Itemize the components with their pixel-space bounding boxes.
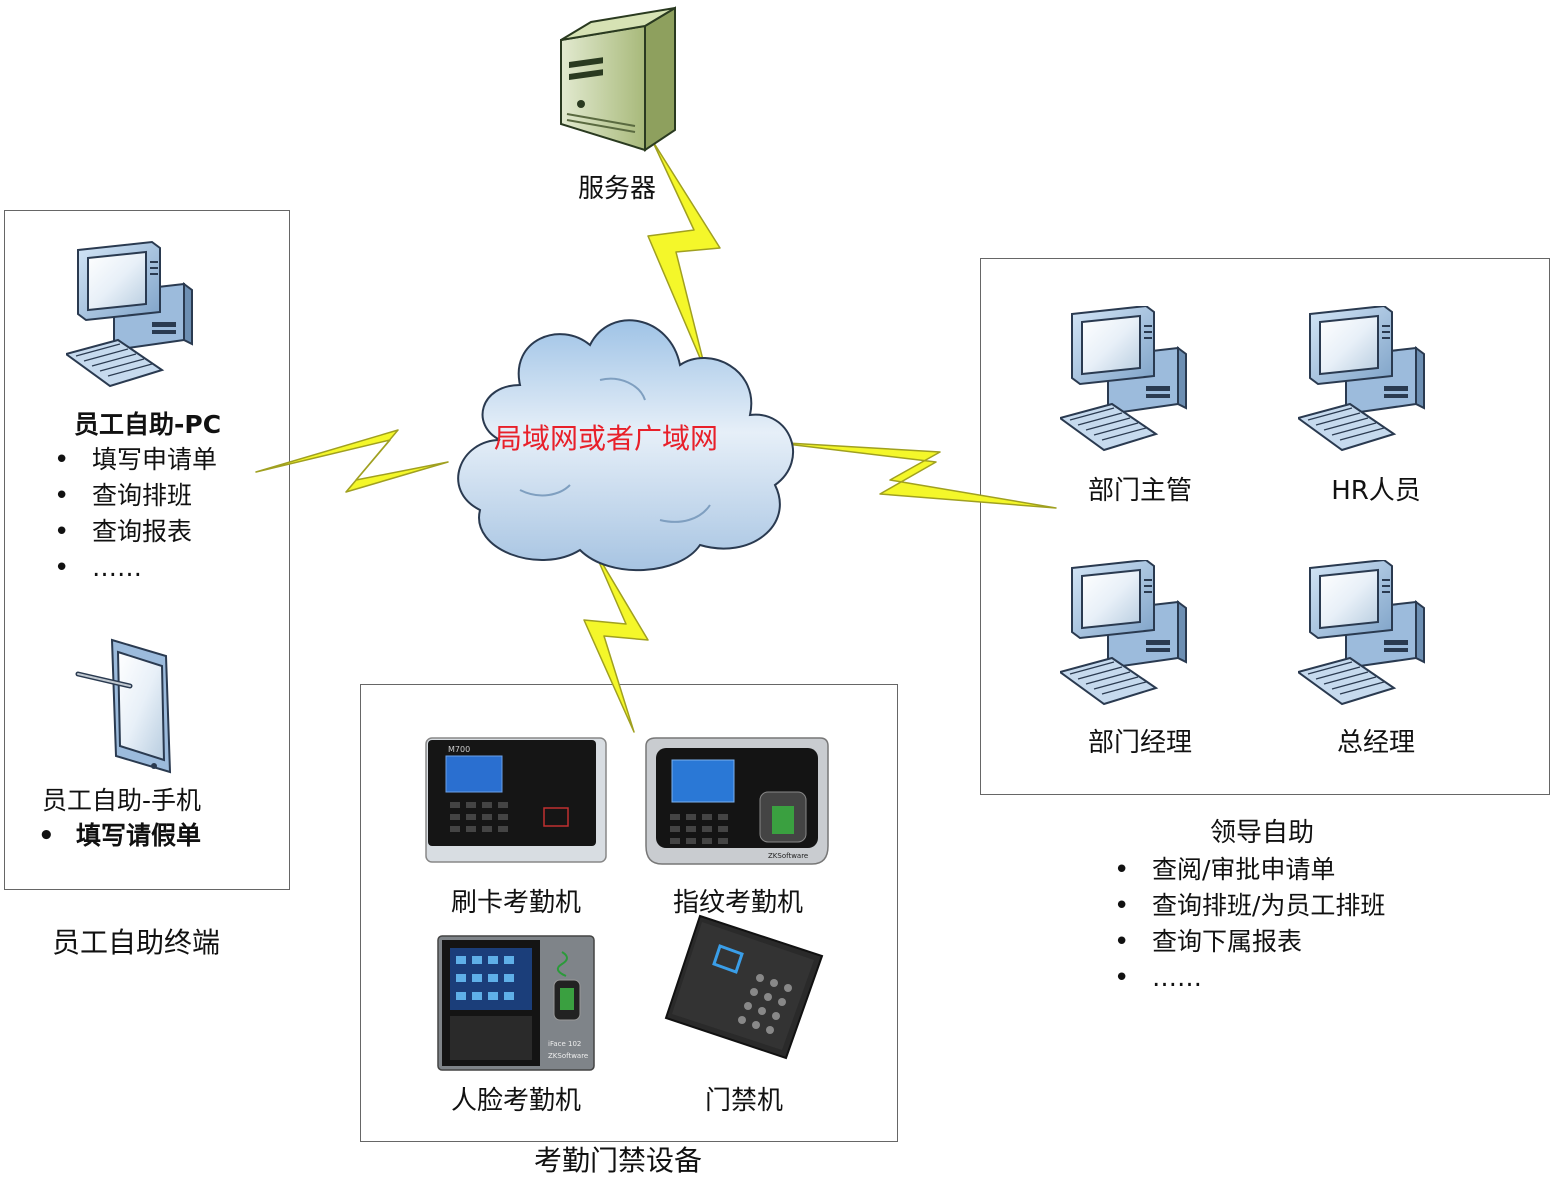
device-model-text: M700 — [448, 745, 470, 754]
device-brand-text: ZKSoftware — [548, 1052, 588, 1060]
leader-panel-title: 领导自助 — [1210, 818, 1315, 848]
list-item: 查询下属报表 — [1114, 924, 1385, 960]
list-item: …… — [54, 550, 217, 586]
list-item: 填写请假单 — [38, 818, 201, 854]
leader-features: 查阅/审批申请单 查询排班/为员工排班 查询下属报表 …… — [1114, 852, 1385, 996]
device-label: 刷卡考勤机 — [450, 888, 581, 918]
server-icon — [560, 6, 676, 152]
cloud-icon — [457, 319, 794, 572]
device-label: 门禁机 — [704, 1086, 783, 1116]
computer-label: HR人员 — [1331, 476, 1421, 506]
list-item: 查询排班/为员工排班 — [1114, 888, 1385, 924]
link-employee-cloud — [255, 429, 449, 493]
list-item: 查阅/审批申请单 — [1114, 852, 1385, 888]
device-label: 指纹考勤机 — [672, 888, 803, 918]
employee-mobile-features: 填写请假单 — [38, 818, 201, 854]
link-cloud-devices — [583, 545, 649, 733]
link-cloud-leader — [769, 441, 1057, 509]
card-attendance-machine-image: M700 — [425, 737, 607, 863]
cloud-label: 局域网或者广域网 — [494, 422, 719, 455]
employee-pc-features: 填写申请单 查询排班 查询报表 …… — [54, 442, 217, 586]
employee-panel-title: 员工自助终端 — [52, 926, 221, 959]
face-attendance-machine-image: iFace 102 ZKSoftware — [437, 935, 595, 1071]
device-panel-title: 考勤门禁设备 — [534, 1144, 703, 1177]
list-item: 填写申请单 — [54, 442, 217, 478]
device-model-text: iFace 102 — [548, 1040, 581, 1048]
device-brand-text: ZKSoftware — [768, 852, 808, 860]
tablet-icon — [75, 638, 172, 774]
computer-label: 部门经理 — [1087, 728, 1192, 758]
employee-mobile-label: 员工自助-手机 — [42, 786, 202, 815]
list-item: 查询排班 — [54, 478, 217, 514]
computer-label: 总经理 — [1336, 728, 1415, 758]
computer-icon — [1298, 560, 1425, 705]
computer-icon — [66, 241, 193, 387]
list-item: 查询报表 — [54, 514, 217, 550]
computer-icon — [1060, 306, 1187, 451]
device-label: 人脸考勤机 — [450, 1086, 581, 1116]
computer-icon — [1298, 306, 1425, 451]
computer-icon — [1060, 560, 1187, 705]
server-label: 服务器 — [578, 174, 657, 204]
list-item: …… — [1114, 960, 1385, 996]
employee-pc-label: 员工自助-PC — [74, 410, 222, 439]
computer-label: 部门主管 — [1087, 476, 1192, 506]
access-control-reader-image — [664, 914, 824, 1060]
fingerprint-attendance-machine-image: ZKSoftware — [645, 737, 829, 865]
